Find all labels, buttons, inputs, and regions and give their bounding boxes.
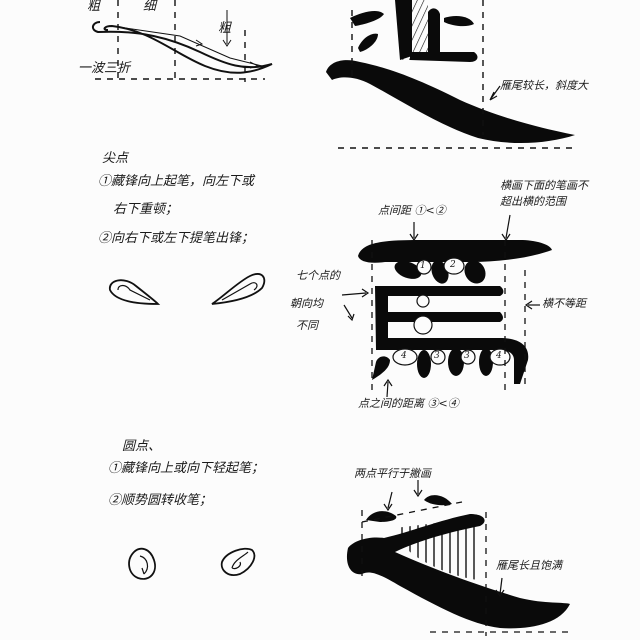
label-thin: 细 xyxy=(143,0,157,14)
round-dot-step1: ①藏锋向上或向下轻起笔； xyxy=(108,461,265,476)
hook-note-line1: 横画下面的笔画不 xyxy=(500,179,588,192)
label-thick-right: 粗 xyxy=(218,21,232,36)
circle-label-2: 2 xyxy=(450,260,456,270)
round-dot-title: 圆点、 xyxy=(122,439,162,454)
dot-spacing-top: 点间距 ①<② xyxy=(378,204,446,217)
pointed-dot-examples xyxy=(109,273,266,305)
ting-annotation: 雁尾较长，斜度大 xyxy=(500,79,588,92)
character-niao-diagram xyxy=(341,214,552,398)
circle-label-4b: 4 xyxy=(496,351,502,361)
pointed-dot-step1-line1: ①藏锋向上起笔，向左下或 xyxy=(98,174,255,189)
circle-label-3a: 3 xyxy=(434,351,440,361)
pointed-dot-step2: ②向右下或左下提笔出锋； xyxy=(98,231,255,246)
seven-dots-line2: 朝向均 xyxy=(290,297,323,310)
circle-label-4a: 4 xyxy=(401,351,407,361)
pointed-dot-step1-line2: 右下重顿； xyxy=(113,202,179,217)
horizontal-spacing-note: 横不等距 xyxy=(542,297,586,310)
zou-tail-note: 雁尾长且饱满 xyxy=(496,559,562,572)
round-dot-examples xyxy=(128,547,256,580)
zou-top-note: 两点平行于撇画 xyxy=(354,467,431,480)
dot-spacing-bottom: 点之间的距离 ③<④ xyxy=(358,397,459,410)
pointed-dot-title: 尖点 xyxy=(102,151,129,166)
character-zou-diagram xyxy=(346,480,570,636)
hook-note-line2: 超出横的范围 xyxy=(500,195,566,208)
circle-label-3b: 3 xyxy=(464,351,470,361)
seven-dots-line1: 七个点的 xyxy=(296,269,340,282)
label-thick-left: 粗 xyxy=(87,0,101,14)
round-dot-step2: ②顺势圆转收笔； xyxy=(108,493,213,508)
circle-label-1: 1 xyxy=(420,261,426,271)
seven-dots-line3: 不同 xyxy=(296,319,318,332)
wave-stroke-diagram xyxy=(92,0,273,82)
character-ting-diagram xyxy=(326,0,575,149)
wave-caption: 一波三折 xyxy=(78,61,131,76)
